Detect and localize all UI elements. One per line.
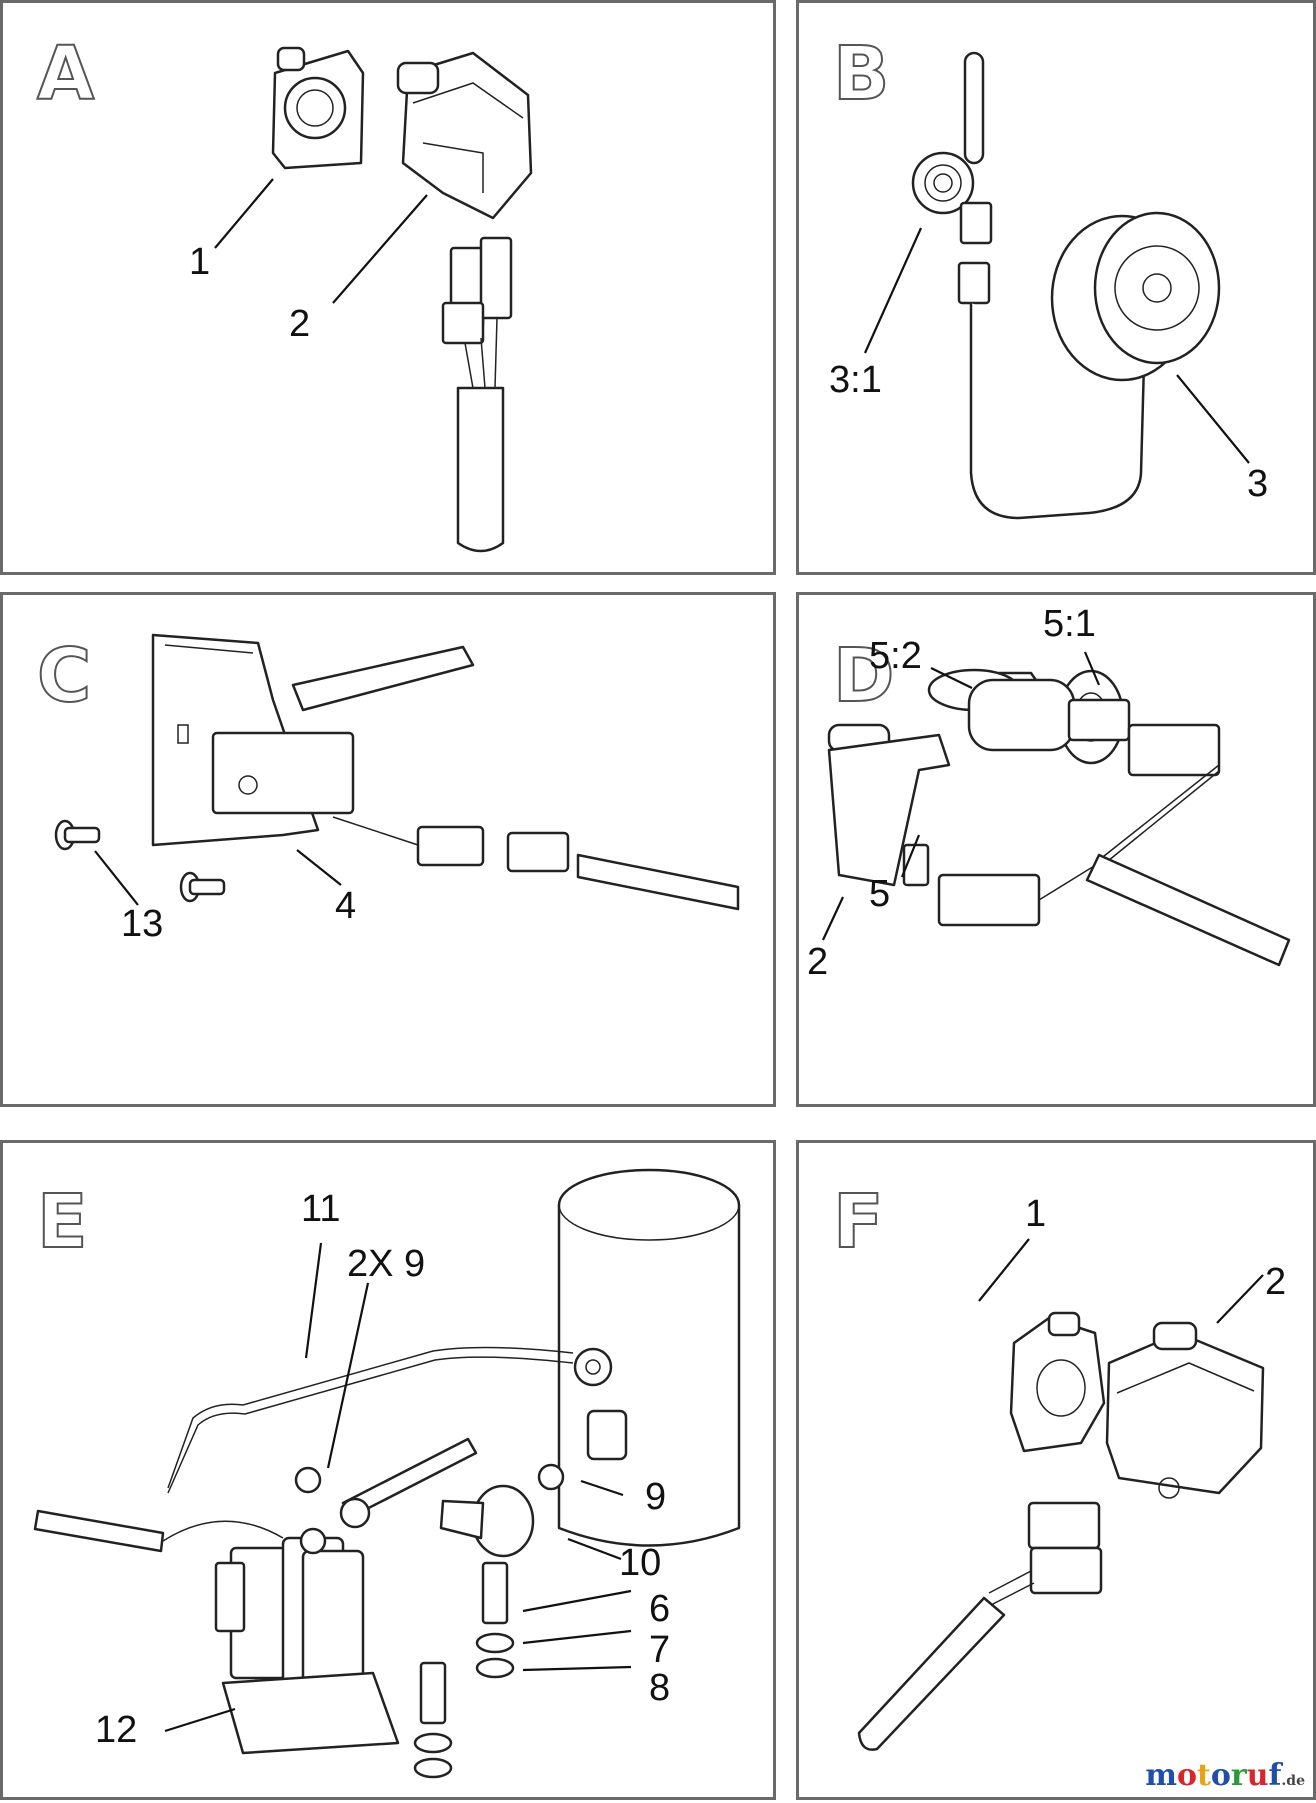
callout-label: 3 bbox=[1247, 463, 1269, 505]
callout-label: 12 bbox=[95, 1709, 138, 1751]
motor-cylinder bbox=[557, 1168, 741, 1547]
panel-e-illustration bbox=[33, 1168, 741, 1779]
connector-harness bbox=[441, 236, 513, 553]
wm-letter: o bbox=[1177, 1758, 1198, 1793]
leader-line bbox=[863, 227, 923, 354]
leader-line bbox=[1083, 651, 1101, 686]
callout-label: 3:1 bbox=[829, 359, 882, 401]
wm-letter: r bbox=[1230, 1758, 1247, 1793]
boot-10 bbox=[439, 1484, 535, 1558]
harness-left bbox=[33, 1509, 284, 1633]
wm-letter: o bbox=[1210, 1758, 1231, 1793]
wire-connector bbox=[332, 816, 740, 911]
key-switch bbox=[927, 668, 1131, 752]
plunger-switch bbox=[827, 723, 951, 887]
wm-letter: f bbox=[1268, 1758, 1282, 1793]
mounting-bracket bbox=[1009, 1311, 1106, 1453]
panel-e: E bbox=[0, 1140, 776, 1800]
callout-label: 8 bbox=[649, 1667, 671, 1709]
screw-13b bbox=[179, 871, 226, 903]
solenoid-12 bbox=[221, 1527, 400, 1755]
callout-label: 6 bbox=[649, 1588, 671, 1630]
panel-f-illustration bbox=[857, 1238, 1265, 1751]
panel-letter: D bbox=[832, 633, 895, 719]
callout-label: 5 bbox=[869, 873, 891, 915]
leader-line bbox=[332, 194, 428, 304]
round-sensor bbox=[1050, 211, 1221, 382]
panel-f: F 1 2 motoruf.de bbox=[796, 1140, 1316, 1800]
wm-letter: t bbox=[1197, 1758, 1211, 1793]
watermark-logo: motoruf.de bbox=[1145, 1758, 1305, 1793]
switch-body bbox=[396, 51, 533, 220]
callout-label: 1 bbox=[189, 241, 211, 283]
leader-line bbox=[296, 849, 342, 886]
leader-line bbox=[164, 1707, 236, 1733]
wm-letter: m bbox=[1145, 1758, 1177, 1793]
callout-label: 2 bbox=[289, 303, 311, 345]
panel-letter: C bbox=[36, 633, 92, 719]
panel-letter: E bbox=[36, 1179, 89, 1265]
leader-line bbox=[304, 1242, 323, 1359]
wm-suffix: .de bbox=[1281, 1773, 1305, 1789]
callout-label: 10 bbox=[619, 1542, 662, 1584]
leader-line bbox=[1216, 1274, 1264, 1324]
switch-body bbox=[1105, 1321, 1265, 1499]
cap-screw bbox=[911, 151, 975, 215]
micro-switch bbox=[211, 731, 355, 815]
panel-c: C 13 4 bbox=[0, 592, 776, 1107]
leader-line bbox=[822, 896, 844, 941]
wire-harness bbox=[937, 723, 1291, 967]
leader-line bbox=[930, 667, 973, 689]
actuator-arm bbox=[291, 645, 475, 712]
callout-label: 2 bbox=[807, 941, 829, 983]
callout-label: 13 bbox=[121, 903, 164, 945]
panel-letter: B bbox=[832, 31, 890, 117]
leader-line bbox=[326, 1282, 370, 1469]
connector-harness bbox=[857, 1501, 1103, 1751]
leader-line bbox=[522, 1629, 632, 1645]
cable-11 bbox=[167, 1346, 613, 1494]
callout-label: 5:2 bbox=[869, 635, 922, 677]
panel-letter: A bbox=[36, 31, 95, 117]
panel-a-illustration bbox=[214, 46, 533, 553]
callout-label: 1 bbox=[1025, 1193, 1047, 1235]
leader-line bbox=[1176, 374, 1250, 464]
leader-line bbox=[94, 850, 139, 906]
hardware-6-7-8 bbox=[413, 1561, 515, 1779]
panel-d: D 5:2 5:1 5 2 bbox=[796, 592, 1316, 1107]
callout-label: 7 bbox=[649, 1629, 671, 1671]
panel-a: A 1 2 bbox=[0, 0, 776, 575]
screw-13 bbox=[54, 819, 101, 851]
mounting-bracket bbox=[271, 46, 365, 170]
panel-letter: F bbox=[832, 1179, 885, 1265]
callout-label: 5:1 bbox=[1043, 603, 1096, 645]
leader-line bbox=[978, 1238, 1030, 1302]
callout-label: 2X 9 bbox=[347, 1243, 426, 1285]
panel-b-illustration bbox=[863, 51, 1250, 520]
panel-b: B 3:1 3 bbox=[796, 0, 1316, 575]
callout-label: 9 bbox=[645, 1476, 667, 1518]
callout-label: 4 bbox=[335, 885, 357, 927]
leader-line bbox=[567, 1537, 622, 1561]
callout-label: 2 bbox=[1265, 1261, 1287, 1303]
battery-cable bbox=[339, 1437, 478, 1529]
leader-line bbox=[214, 178, 274, 249]
panel-c-illustration bbox=[54, 633, 740, 911]
wm-letter: u bbox=[1246, 1758, 1269, 1793]
leader-line bbox=[522, 1665, 632, 1672]
washers-9 bbox=[294, 1463, 565, 1494]
callout-label: 11 bbox=[301, 1188, 341, 1230]
leader-line bbox=[522, 1589, 632, 1613]
leader-line bbox=[900, 834, 921, 878]
leader-line bbox=[580, 1479, 624, 1497]
panel-d-illustration bbox=[822, 651, 1291, 967]
